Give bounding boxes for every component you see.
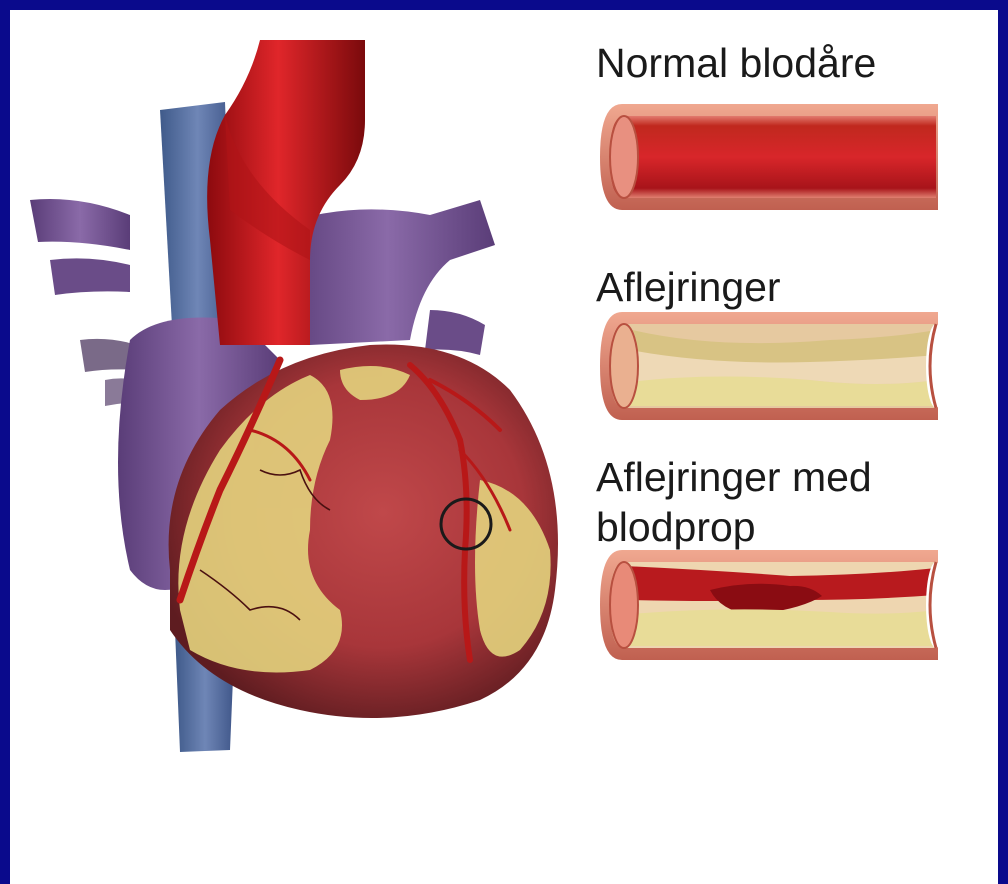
plaque-vessel [600, 312, 946, 420]
clot-vessel [600, 550, 946, 660]
normal-vessel [600, 104, 938, 210]
illustration-panel: Normal blodåre Aflejringer Aflejringer m… [10, 10, 998, 884]
vessel-diagrams [10, 10, 998, 884]
